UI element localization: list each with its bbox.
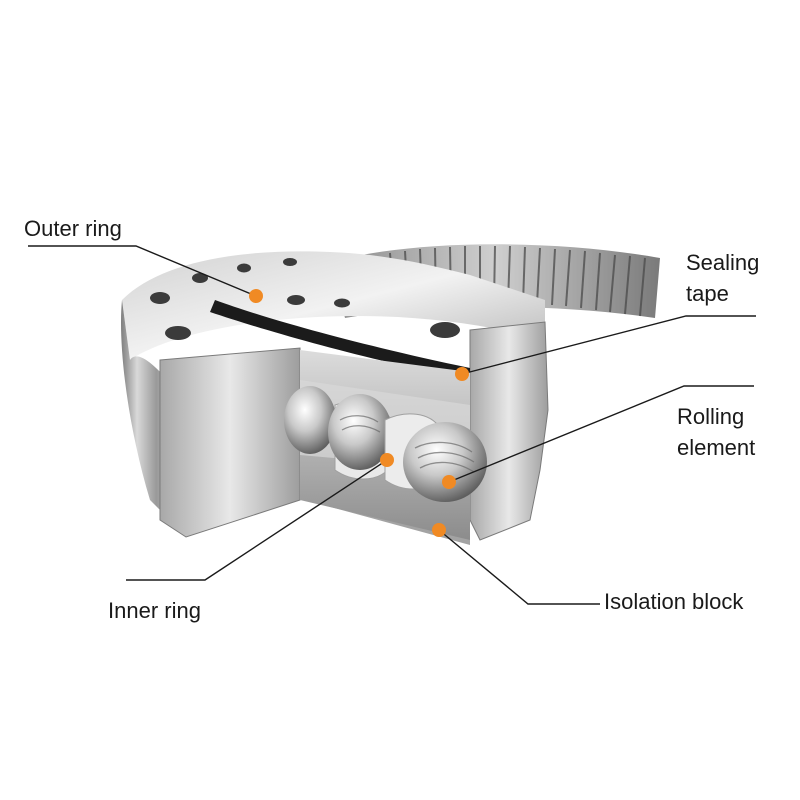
marker-isolation-block: [432, 523, 446, 537]
label-rolling-element: Rolling element: [677, 401, 755, 463]
outer-ring-body: [121, 251, 549, 545]
label-outer-ring-line-1: Outer ring: [24, 216, 122, 241]
label-sealing-tape-line-2: tape: [686, 281, 729, 306]
label-inner-ring-line-1: Inner ring: [108, 598, 201, 623]
label-inner-ring: Inner ring: [108, 595, 201, 626]
marker-outer-ring: [249, 289, 263, 303]
leader-line-inner-ring: [126, 459, 388, 581]
marker-sealing-tape: [455, 367, 469, 381]
leader-line-sealing-tape: [461, 315, 756, 375]
label-rolling-element-line-2: element: [677, 435, 756, 460]
leader-line-isolation-block: [438, 529, 600, 605]
marker-inner-ring: [380, 453, 394, 467]
label-rolling-element-line-1: Rolling: [677, 404, 745, 429]
label-sealing-tape: Sealing tape: [686, 247, 759, 309]
callout-markers: [249, 289, 469, 537]
label-isolation-block: Isolation block: [604, 586, 743, 617]
leader-lines: [28, 245, 756, 605]
label-isolation-block-line-1: Isolation block: [604, 589, 744, 614]
marker-rolling-element: [442, 475, 456, 489]
label-outer-ring: Outer ring: [24, 213, 122, 244]
leader-line-outer-ring: [28, 245, 257, 297]
leader-line-rolling-element: [448, 385, 754, 483]
rolling-elements: [284, 386, 487, 502]
label-sealing-tape-line-1: Sealing: [686, 250, 760, 275]
